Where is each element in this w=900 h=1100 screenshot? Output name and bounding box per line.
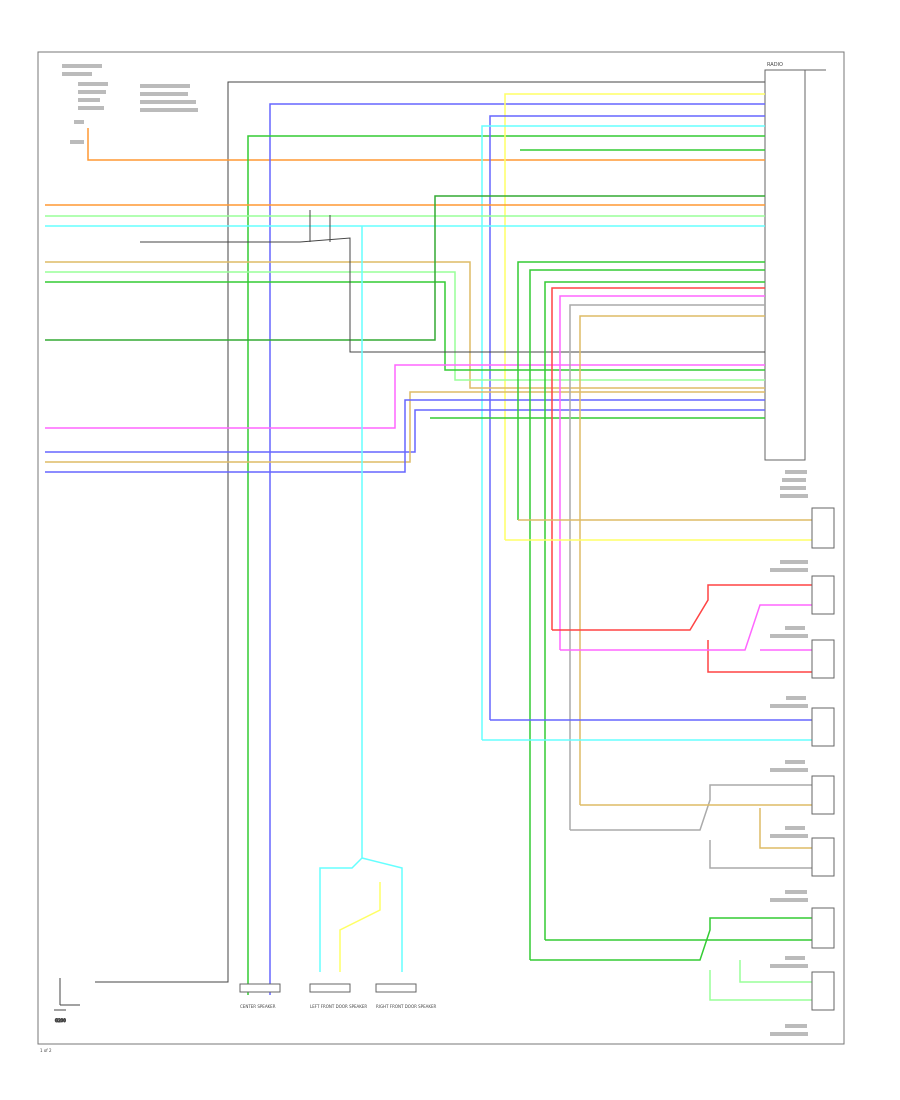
radio-connector-label: RADIO bbox=[767, 62, 783, 68]
top-left-legend bbox=[62, 64, 198, 144]
footer-code: 1 of 2 bbox=[40, 1048, 52, 1053]
right-radio-wires bbox=[517, 261, 765, 960]
center-speaker-label: CENTER SPEAKER bbox=[240, 1004, 276, 1009]
left-front-door-speaker: LEFT FRONT DOOR SPEAKER bbox=[309, 983, 367, 1009]
upper-left-wires bbox=[45, 195, 765, 473]
right-speaker-wires bbox=[482, 519, 812, 1001]
center-black-wire bbox=[140, 210, 765, 353]
left-front-speaker-label: LEFT FRONT DOOR SPEAKER bbox=[310, 1004, 367, 1009]
lower-center-wires bbox=[319, 226, 403, 972]
center-speaker: CENTER SPEAKER bbox=[239, 983, 281, 1009]
ground-symbol: G200 bbox=[54, 978, 80, 1024]
right-front-door-speaker: RIGHT FRONT DOOR SPEAKER bbox=[375, 983, 437, 1009]
right-connectors bbox=[811, 507, 835, 1011]
top-wires bbox=[87, 93, 765, 995]
ground-feed-wire bbox=[95, 81, 765, 983]
right-label-blocks bbox=[770, 470, 808, 1036]
radio-connector-box bbox=[764, 69, 806, 461]
ground-label: G200 bbox=[55, 1018, 66, 1023]
right-front-speaker-label: RIGHT FRONT DOOR SPEAKER bbox=[376, 1004, 437, 1009]
diagram-frame bbox=[37, 51, 845, 1045]
